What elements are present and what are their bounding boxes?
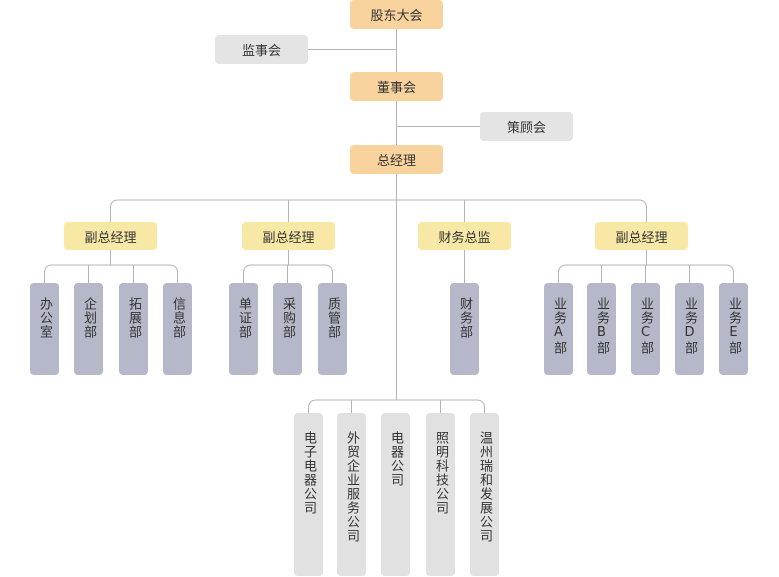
department-box: 单证部: [229, 283, 258, 375]
subsidiary-box: 外贸企业服务公司: [337, 413, 366, 576]
department-box: 办公室: [30, 283, 59, 375]
department-box: 采购部: [273, 283, 302, 375]
general-manager-box: 总经理: [350, 145, 443, 174]
department-box: 业务A部: [544, 283, 573, 375]
subsidiary-box: 电子电器公司: [294, 413, 323, 576]
branch-head-3: 财务总监: [418, 222, 511, 250]
department-box: 业务C部: [631, 283, 660, 375]
branch-head-4: 副总经理: [595, 222, 688, 250]
subsidiary-box: 电器公司: [381, 413, 410, 576]
department-box: 质管部: [318, 283, 347, 375]
subsidiary-box: 照明科技公司: [426, 413, 455, 576]
department-box: 信息部: [163, 283, 192, 375]
branch-head-2: 副总经理: [242, 222, 335, 250]
subsidiary-box: 温州瑞和发展公司: [470, 413, 499, 576]
department-box: 业务D部: [675, 283, 704, 375]
advisory-board-box: 策顾会: [480, 112, 573, 141]
department-box: 财务部: [450, 283, 479, 375]
department-box: 业务E部: [719, 283, 748, 375]
department-box: 拓展部: [119, 283, 148, 375]
shareholders-meeting-box: 股东大会: [350, 0, 443, 29]
department-box: 企划部: [74, 283, 103, 375]
supervisory-board-box: 监事会: [215, 35, 308, 64]
department-box: 业务B部: [587, 283, 616, 375]
board-of-directors-box: 董事会: [350, 72, 443, 101]
branch-head-1: 副总经理: [64, 222, 157, 250]
